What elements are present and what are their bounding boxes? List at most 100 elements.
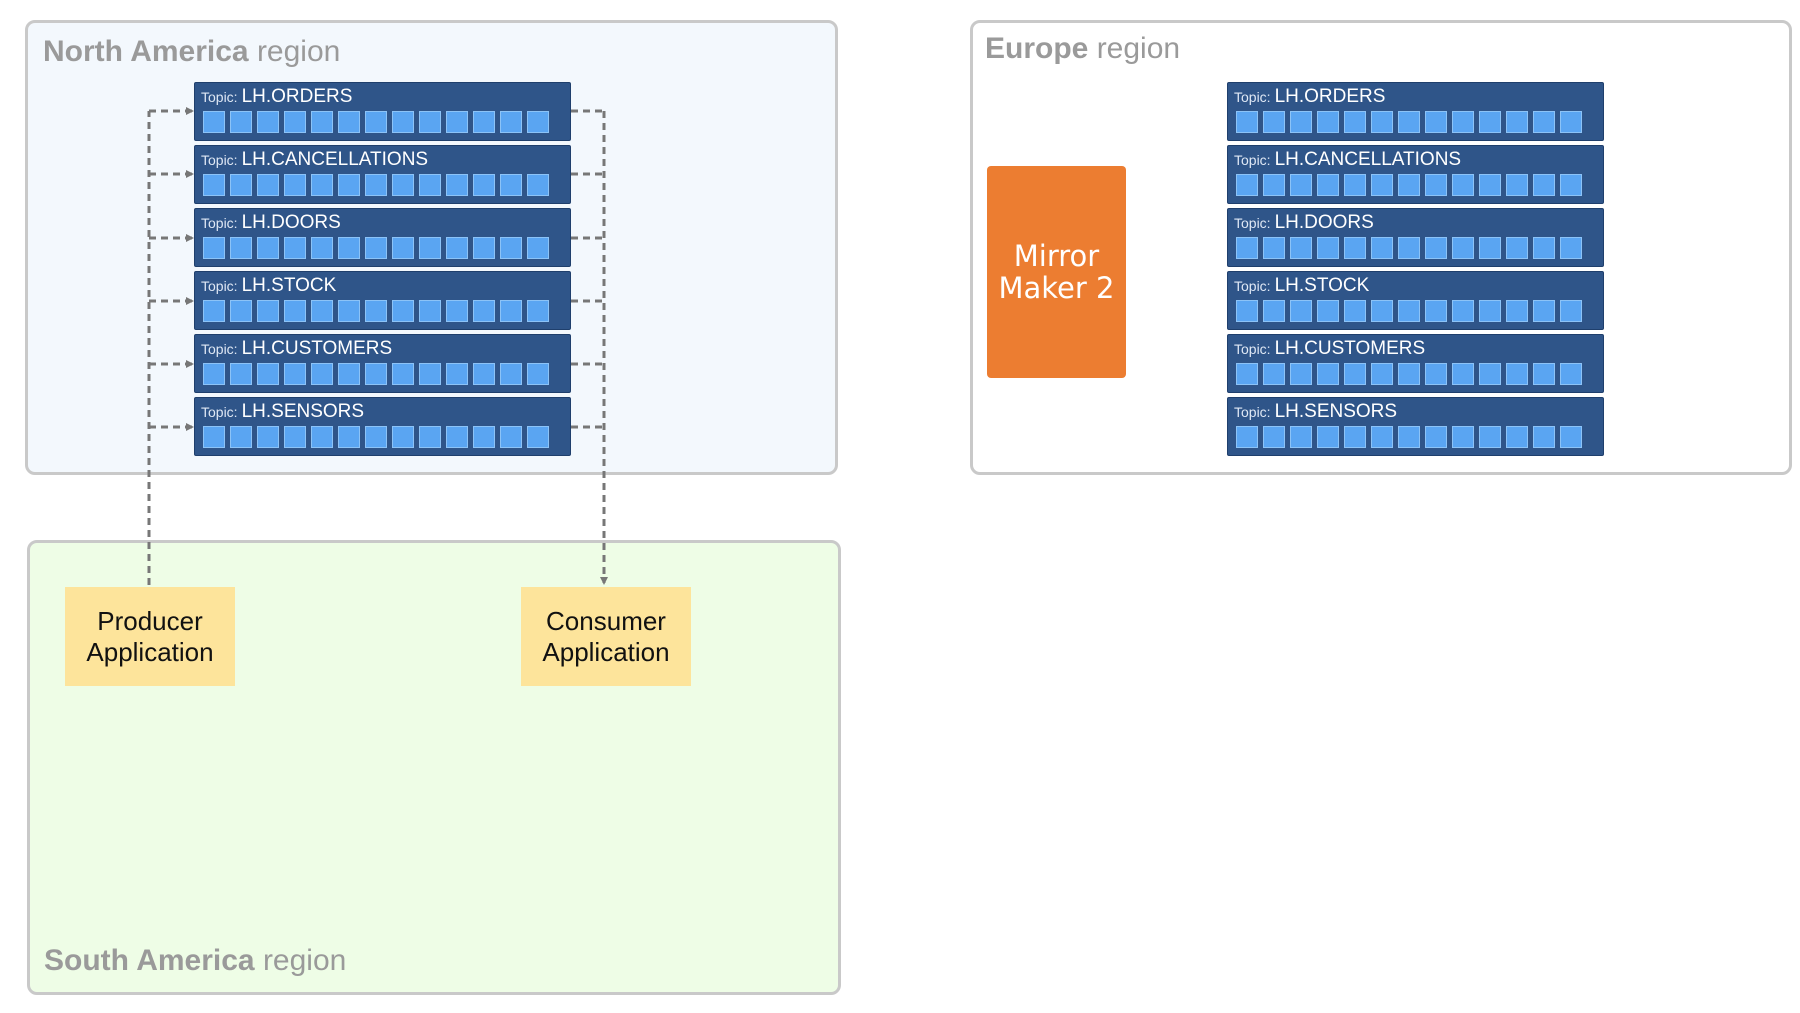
topic-prefix: Topic: — [1234, 278, 1271, 294]
topic-prefix: Topic: — [201, 278, 238, 294]
partition-block — [311, 174, 333, 196]
partition-block — [473, 363, 495, 385]
topic-name: LH.SENSORS — [241, 401, 365, 422]
topic-stock: Topic:LH.STOCK — [194, 271, 571, 330]
partition-block — [1425, 111, 1447, 133]
partition-block — [1398, 300, 1420, 322]
europe-region-title: Europe region — [985, 32, 1181, 65]
partition-block — [1317, 363, 1339, 385]
partition-block — [1263, 237, 1285, 259]
producer-application-box: Producer Application — [65, 587, 235, 686]
topic-name: LH.CANCELLATIONS — [241, 149, 429, 170]
partition-block — [500, 174, 522, 196]
topic-name: LH.DOORS — [241, 212, 341, 233]
topic-prefix: Topic: — [1234, 152, 1271, 168]
partition-block — [1263, 300, 1285, 322]
partition-block — [500, 111, 522, 133]
topic-name: LH.CANCELLATIONS — [1274, 149, 1462, 170]
consumer-connectors — [571, 109, 608, 585]
producer-connectors — [147, 107, 194, 585]
partition-block — [1290, 174, 1312, 196]
topic-name: LH.SENSORS — [1274, 401, 1398, 422]
partition-block — [311, 111, 333, 133]
partition-block — [203, 363, 225, 385]
partition-block — [1371, 363, 1393, 385]
partition-block — [527, 174, 549, 196]
partition-block — [1371, 174, 1393, 196]
partition-block — [1533, 426, 1555, 448]
partition-block — [1479, 237, 1501, 259]
partition-block — [1452, 300, 1474, 322]
partition-block — [1290, 111, 1312, 133]
partition-block — [419, 111, 441, 133]
topic-customers: Topic:LH.CUSTOMERS — [1227, 334, 1604, 393]
mirror-maker-label: Mirror Maker 2 — [998, 239, 1115, 305]
topic-sensors: Topic:LH.SENSORS — [194, 397, 571, 456]
partition-block — [473, 174, 495, 196]
partition-block — [365, 174, 387, 196]
partition-block — [1344, 237, 1366, 259]
partition-block — [311, 363, 333, 385]
partition-block — [338, 426, 360, 448]
partition-block — [1398, 111, 1420, 133]
partition-block — [1479, 426, 1501, 448]
partition-block — [1290, 363, 1312, 385]
partition-block — [1425, 300, 1447, 322]
partition-block — [1560, 300, 1582, 322]
partition-block — [1479, 363, 1501, 385]
partition-block — [284, 300, 306, 322]
consumer-application-label: Consumer Application — [542, 605, 670, 667]
partition-row — [203, 174, 549, 196]
partition-block — [1236, 111, 1258, 133]
partition-block — [500, 426, 522, 448]
north-america-region-title: North America region — [43, 35, 341, 68]
partition-block — [1371, 426, 1393, 448]
partition-block — [1560, 237, 1582, 259]
partition-block — [1560, 426, 1582, 448]
topic-prefix: Topic: — [1234, 404, 1271, 420]
partition-block — [338, 300, 360, 322]
partition-block — [1263, 174, 1285, 196]
south-america-region-title: South America region — [44, 944, 347, 977]
partition-block — [365, 300, 387, 322]
topic-name: LH.STOCK — [1274, 275, 1370, 296]
partition-block — [1371, 111, 1393, 133]
partition-block — [446, 237, 468, 259]
partition-block — [284, 174, 306, 196]
topic-cancellations: Topic:LH.CANCELLATIONS — [194, 145, 571, 204]
topic-customers: Topic:LH.CUSTOMERS — [194, 334, 571, 393]
partition-block — [1560, 174, 1582, 196]
partition-block — [1533, 300, 1555, 322]
topic-name: LH.STOCK — [241, 275, 337, 296]
partition-row — [1236, 111, 1582, 133]
partition-block — [1506, 363, 1528, 385]
partition-block — [203, 300, 225, 322]
partition-block — [1560, 363, 1582, 385]
partition-block — [257, 111, 279, 133]
partition-block — [1344, 426, 1366, 448]
partition-block — [257, 174, 279, 196]
partition-block — [230, 174, 252, 196]
partition-block — [338, 363, 360, 385]
partition-block — [1317, 237, 1339, 259]
partition-block — [1236, 237, 1258, 259]
partition-block — [500, 300, 522, 322]
partition-block — [1290, 237, 1312, 259]
partition-block — [1560, 111, 1582, 133]
topic-prefix: Topic: — [201, 89, 238, 105]
topic-cancellations: Topic:LH.CANCELLATIONS — [1227, 145, 1604, 204]
partition-block — [1317, 426, 1339, 448]
partition-block — [257, 426, 279, 448]
partition-block — [1371, 237, 1393, 259]
partition-block — [419, 300, 441, 322]
partition-block — [1452, 237, 1474, 259]
partition-block — [392, 237, 414, 259]
partition-block — [1506, 237, 1528, 259]
partition-block — [446, 426, 468, 448]
partition-block — [203, 426, 225, 448]
partition-block — [1425, 174, 1447, 196]
partition-block — [473, 426, 495, 448]
partition-block — [1425, 363, 1447, 385]
partition-block — [338, 174, 360, 196]
partition-block — [1263, 426, 1285, 448]
